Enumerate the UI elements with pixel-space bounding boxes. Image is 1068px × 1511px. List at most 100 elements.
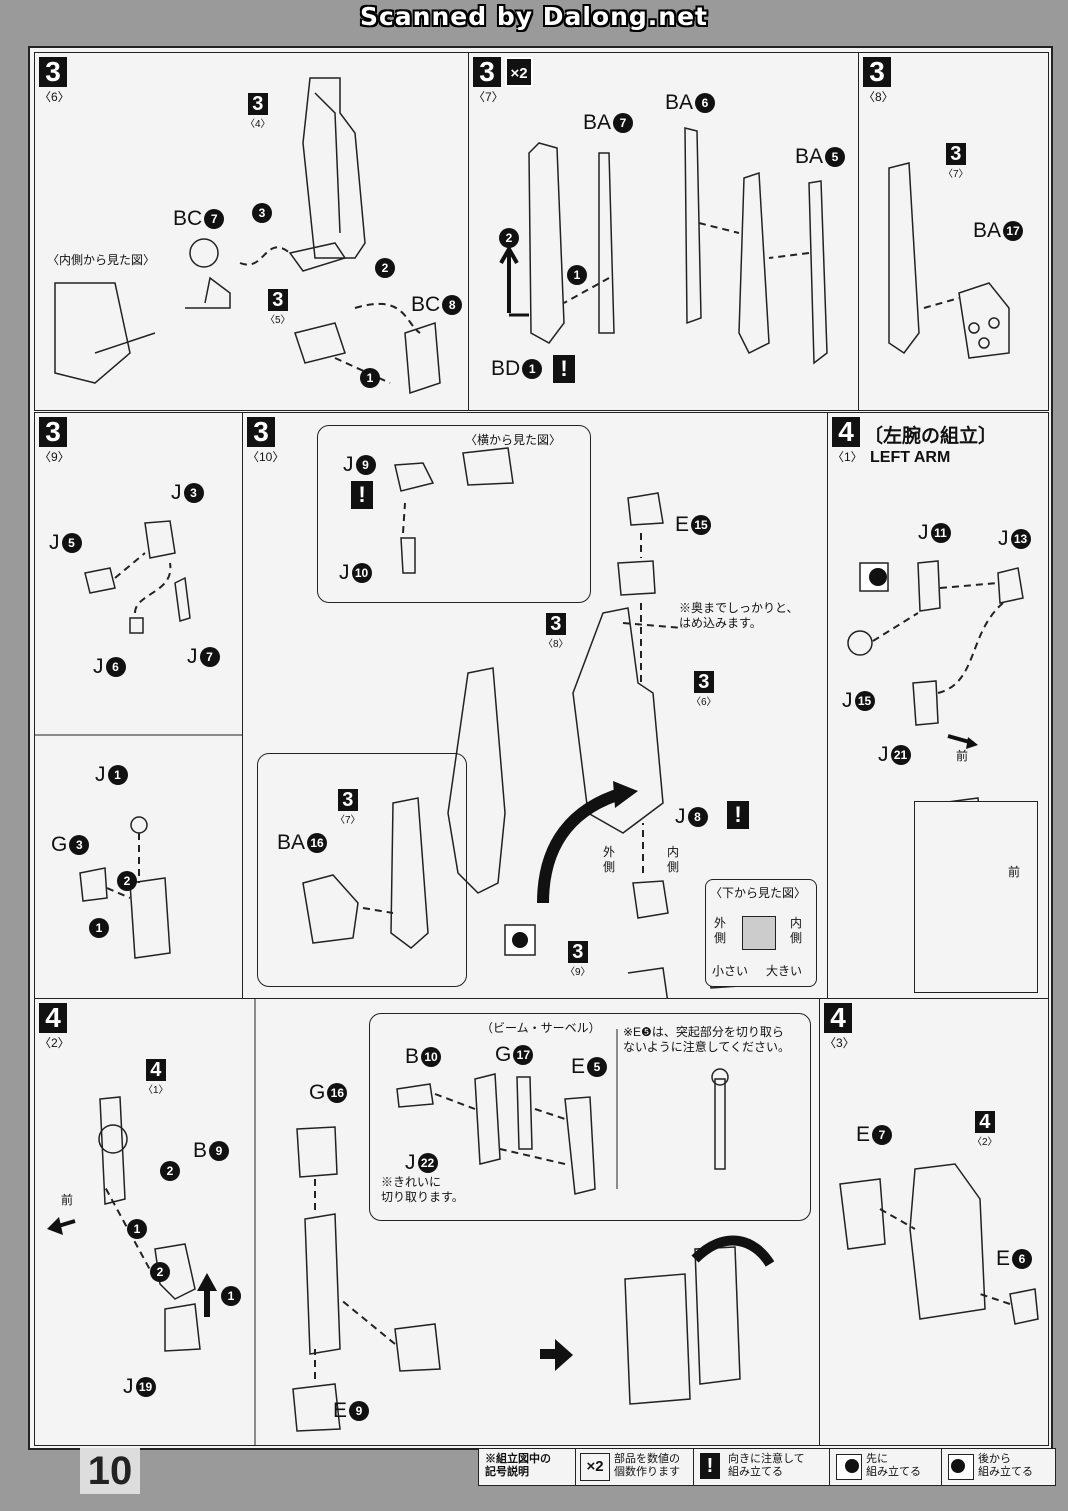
step-badge: 3 〈6〉 xyxy=(39,56,70,104)
assemble-first-icon xyxy=(836,1454,862,1480)
shield-grip-drawing xyxy=(888,162,1010,359)
elbow-cover-drawing xyxy=(839,1163,1039,1325)
step-badge: 3 〈9〉 xyxy=(39,416,70,464)
panel-step-3-6: 3 〈6〉 1 2 3 xyxy=(34,52,471,411)
orientation-warning-icon: ! xyxy=(351,481,373,509)
svg-text:2: 2 xyxy=(167,1164,174,1178)
section-title-jp: 〔左腕の組立〕 xyxy=(864,426,998,447)
press-fit-note: ※奥までしっかりと、 はめ込みます。 xyxy=(679,601,799,630)
side-view-caption: 〈横から見た図〉 xyxy=(465,433,562,447)
svg-text:1: 1 xyxy=(96,921,103,935)
shield-grip-callout xyxy=(257,753,467,987)
ref-step-4-1: 4 〈1〉 xyxy=(143,1059,169,1096)
ref-step-3-8: 3 〈8〉 xyxy=(543,613,569,650)
panel-step-4-2: 4 〈2〉 xyxy=(34,998,822,1446)
right-arm-preview xyxy=(914,801,1038,993)
times-two-icon: ×2 xyxy=(580,1453,610,1481)
orientation-warning-icon: ! xyxy=(553,355,575,383)
front-label: 前 xyxy=(61,1193,74,1207)
beam-saber-callout xyxy=(369,1013,811,1221)
svg-text:3: 3 xyxy=(259,206,266,220)
ref-step-3-7: 3 〈7〉 xyxy=(335,789,361,826)
ref-step-3-5: 3 〈5〉 xyxy=(265,289,291,326)
step-badge: 3 〈10〉 xyxy=(247,416,285,464)
legend-heading: ※組立図中の 記号説明 xyxy=(485,1453,551,1478)
leg-assembly-drawing: 1 2 3 xyxy=(54,77,441,395)
svg-text:2: 2 xyxy=(157,1265,164,1279)
svg-text:1: 1 xyxy=(574,268,581,282)
step-badge: 4 〈3〉 xyxy=(824,1002,855,1050)
outer-side-label: 外 側 xyxy=(603,845,616,874)
cut-clean-note: ※きれいに 切り取ります。 xyxy=(381,1175,464,1204)
symbol-legend: ※組立図中の 記号説明 ×2 部品を数値の 個数作ります ! 向きに注意して 組… xyxy=(478,1448,1056,1486)
svg-text:2: 2 xyxy=(382,261,389,275)
leg-shield-assembly-drawing xyxy=(302,447,754,1000)
front-label: 前 xyxy=(1008,865,1021,879)
scanner-watermark: Scanned by Dalong.net xyxy=(359,2,708,31)
svg-text:2: 2 xyxy=(506,231,513,245)
step-badge: 3 〈8〉 xyxy=(863,56,894,104)
page-number: 10 xyxy=(80,1448,140,1494)
step-badge: 4 〈2〉 xyxy=(39,1002,70,1050)
shield-parts-drawing: 12 xyxy=(499,127,828,365)
e5-caution-note: ※E❺は、突起部分を切り取ら ないように注意してください。 xyxy=(623,1025,791,1054)
ref-step-3-4: 3 〈4〉 xyxy=(245,93,271,130)
ref-step-4-2: 4 〈2〉 xyxy=(972,1111,998,1148)
step-badge: 3 〈7〉 xyxy=(473,56,504,104)
step-badge: 4 〈1〉 xyxy=(832,416,863,464)
svg-text:1: 1 xyxy=(228,1289,235,1303)
svg-text:1: 1 xyxy=(134,1222,141,1236)
inside-view-caption: 〈内側から見た図〉 xyxy=(47,253,156,267)
times-two-badge: ×2 xyxy=(505,57,533,87)
ref-step-3-7: 3 〈7〉 xyxy=(943,143,969,180)
panel-step-3-10: 3 〈10〉 xyxy=(242,412,830,1001)
foot-assembly-drawing: 12 xyxy=(35,520,244,959)
svg-text:2: 2 xyxy=(124,874,131,888)
forearm-assembly-drawing: 1 2 2 1 xyxy=(47,999,775,1445)
ref-step-3-9: 3 〈9〉 xyxy=(565,941,591,978)
section-title-en: LEFT ARM xyxy=(870,449,951,466)
assemble-later-icon xyxy=(948,1454,974,1480)
warning-icon: ! xyxy=(700,1453,720,1479)
bottom-view-callout: 〈下から見た図〉 外 側 内 側 小さい 大きい xyxy=(705,879,817,987)
ref-step-3-6: 3 〈6〉 xyxy=(691,671,717,708)
orientation-warning-icon: ! xyxy=(727,801,749,829)
svg-text:1: 1 xyxy=(367,371,374,385)
